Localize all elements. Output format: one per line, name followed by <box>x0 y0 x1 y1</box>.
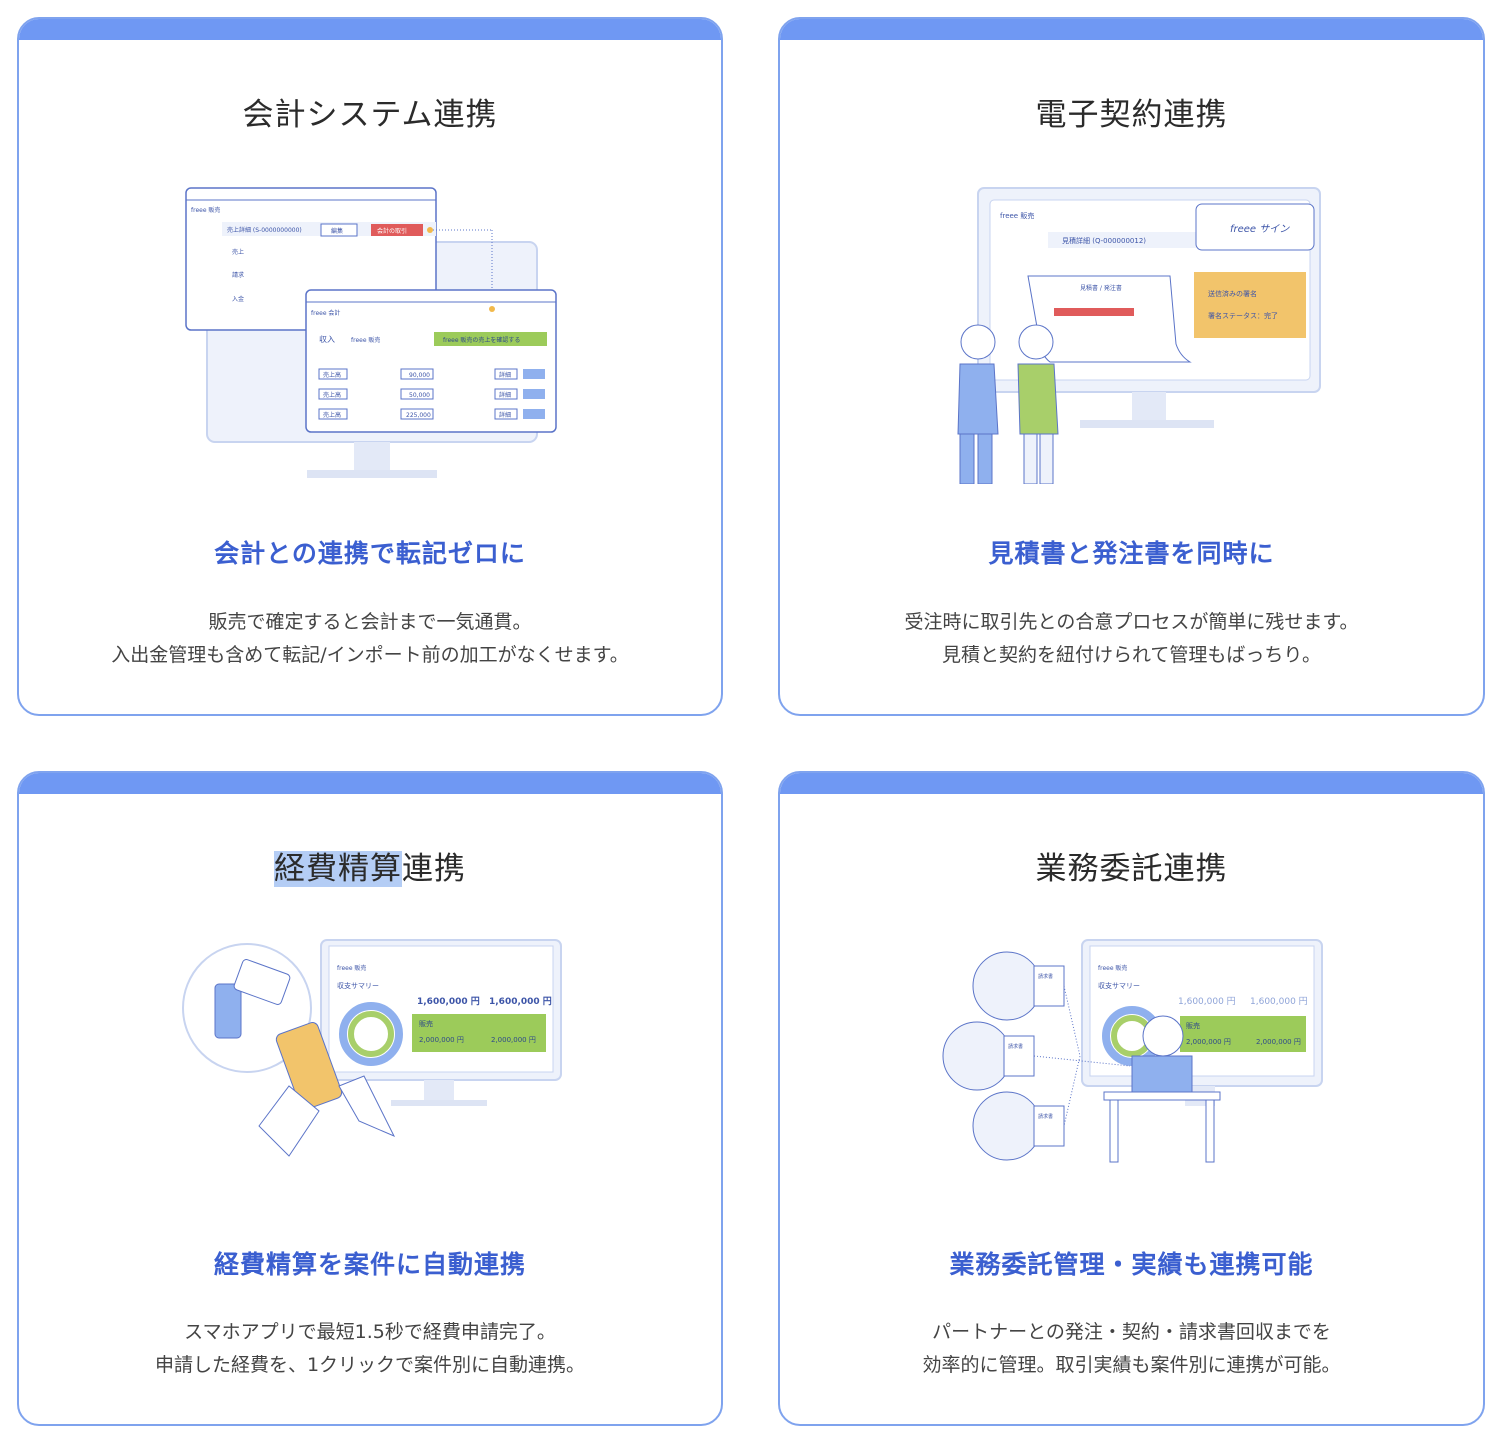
card-subtitle: 経費精算を案件に自動連携 <box>213 1250 526 1279</box>
card-accounting-integration: 会計システム連携 freee 販売 売上詳細 (S-0000000000) 編集… <box>17 17 723 716</box>
card-title: 業務委託連携 <box>1035 851 1228 887</box>
svg-text:freee 販売: freee 販売 <box>351 336 380 344</box>
svg-text:1,600,000 円: 1,600,000 円 <box>1250 996 1308 1007</box>
card-description: 受注時に取引先との合意プロセスが簡単に残せます。 見積と契約を紐付けられて管理も… <box>780 606 1483 672</box>
card-description: 販売で確定すると会計まで一気通貫。 入出金管理も含めて転記/インポート前の加工が… <box>19 606 721 672</box>
card-subtitle: 業務委託管理・実績も連携可能 <box>949 1250 1314 1279</box>
svg-text:freee 販売: freee 販売 <box>337 964 366 972</box>
svg-text:会計の取引: 会計の取引 <box>377 227 407 235</box>
svg-text:225,000: 225,000 <box>406 412 431 419</box>
card-title: 会計システム連携 <box>242 97 498 133</box>
card-outsourcing-integration: 業務委託連携 freee 販売 収支サマリー 1,600,000 円 1,600… <box>778 771 1485 1426</box>
card-description: パートナーとの発注・契約・請求書回収までを 効率的に管理。取引実績も案件別に連携… <box>780 1316 1483 1382</box>
svg-text:freee 販売: freee 販売 <box>1098 964 1127 972</box>
svg-text:2,000,000 円: 2,000,000 円 <box>491 1036 536 1044</box>
svg-text:収入: 収入 <box>319 334 335 344</box>
svg-text:詳細: 詳細 <box>499 371 511 379</box>
svg-text:販売: 販売 <box>419 1019 433 1028</box>
svg-text:販売: 販売 <box>1186 1021 1200 1030</box>
selected-text: 経費精算 <box>274 851 402 887</box>
svg-text:2,000,000 円: 2,000,000 円 <box>1256 1038 1301 1046</box>
svg-text:詳細: 詳細 <box>499 411 511 419</box>
card-top-bar <box>780 19 1483 40</box>
svg-text:見積詳細 (Q-000000012): 見積詳細 (Q-000000012) <box>1062 236 1146 245</box>
svg-text:詳細: 詳細 <box>499 391 511 399</box>
title-rest: 連携 <box>402 851 466 887</box>
description-line: 入出金管理も含めて転記/インポート前の加工がなくせます。 <box>111 644 629 666</box>
description-line: 申請した経費を、1クリックで案件別に自動連携。 <box>154 1354 586 1376</box>
svg-text:1,600,000 円: 1,600,000 円 <box>489 996 552 1007</box>
svg-text:収支サマリー: 収支サマリー <box>1098 981 1140 990</box>
svg-text:署名ステータス：完了: 署名ステータス：完了 <box>1208 311 1278 320</box>
svg-text:見積書 / 発注書: 見積書 / 発注書 <box>1080 284 1122 292</box>
description-line: 受注時に取引先との合意プロセスが簡単に残せます。 <box>904 611 1359 633</box>
svg-text:50,000: 50,000 <box>409 392 430 399</box>
svg-text:freee 販売: freee 販売 <box>191 206 220 214</box>
svg-text:売上高: 売上高 <box>323 411 341 419</box>
card-description: スマホアプリで最短1.5秒で経費申請完了。 申請した経費を、1クリックで案件別に… <box>19 1316 721 1382</box>
svg-text:入金: 入金 <box>232 295 244 303</box>
description-line: 見積と契約を紐付けられて管理もばっちり。 <box>941 644 1322 666</box>
description-line: スマホアプリで最短1.5秒で経費申請完了。 <box>184 1321 556 1343</box>
card-title: 経費精算連携 <box>19 843 721 888</box>
illustration-expense: freee 販売 収支サマリー 1,600,000 円 1,600,000 円 … <box>19 936 721 1196</box>
card-top-bar <box>19 773 721 794</box>
svg-text:売上高: 売上高 <box>323 371 341 379</box>
card-subtitle: 会計との連携で転記ゼロに <box>214 539 526 568</box>
svg-text:収支サマリー: 収支サマリー <box>337 981 379 990</box>
description-line: 効率的に管理。取引実績も案件別に連携が可能。 <box>922 1354 1341 1376</box>
svg-text:1,600,000 円: 1,600,000 円 <box>417 996 480 1007</box>
card-e-contract-integration: 電子契約連携 freee 販売 見積詳細 (Q-000000012) 見積書 /… <box>778 17 1485 716</box>
card-top-bar <box>19 19 721 40</box>
svg-text:送信済みの署名: 送信済みの署名 <box>1208 289 1257 298</box>
card-subtitle: 見積書と発注書を同時に <box>988 539 1275 568</box>
svg-text:2,000,000 円: 2,000,000 円 <box>419 1036 464 1044</box>
svg-text:売上: 売上 <box>232 248 244 256</box>
svg-text:請求書: 請求書 <box>1008 1043 1023 1050</box>
svg-text:freee 販売: freee 販売 <box>1000 211 1034 220</box>
description-line: 販売で確定すると会計まで一気通貫。 <box>208 611 532 633</box>
svg-text:売上高: 売上高 <box>323 391 341 399</box>
illustration-e-contract: freee 販売 見積詳細 (Q-000000012) 見積書 / 発注書 fr… <box>780 184 1483 485</box>
card-expense-integration: 経費精算連携 freee 販売 収支サマリー 1,600,000 円 1,600… <box>17 771 723 1426</box>
illustration-outsourcing: freee 販売 収支サマリー 1,600,000 円 1,600,000 円 … <box>780 936 1483 1196</box>
svg-text:freee 会計: freee 会計 <box>311 309 340 317</box>
illustration-accounting: freee 販売 売上詳細 (S-0000000000) 編集 会計の取引 売上… <box>19 184 721 484</box>
card-top-bar <box>780 773 1483 794</box>
description-line: パートナーとの発注・契約・請求書回収までを <box>932 1321 1331 1343</box>
svg-text:freee サイン: freee サイン <box>1230 224 1290 235</box>
svg-text:請求: 請求 <box>232 271 244 279</box>
svg-text:売上詳細 (S-0000000000): 売上詳細 (S-0000000000) <box>227 226 302 234</box>
svg-text:2,000,000 円: 2,000,000 円 <box>1186 1038 1231 1046</box>
svg-text:請求書: 請求書 <box>1038 1113 1053 1120</box>
card-title: 電子契約連携 <box>1035 97 1228 133</box>
svg-text:freee 販売の売上を確認する: freee 販売の売上を確認する <box>443 336 520 344</box>
svg-text:90,000: 90,000 <box>409 372 430 379</box>
svg-text:1,600,000 円: 1,600,000 円 <box>1178 996 1236 1007</box>
svg-text:請求書: 請求書 <box>1038 973 1053 980</box>
svg-text:編集: 編集 <box>331 227 343 235</box>
